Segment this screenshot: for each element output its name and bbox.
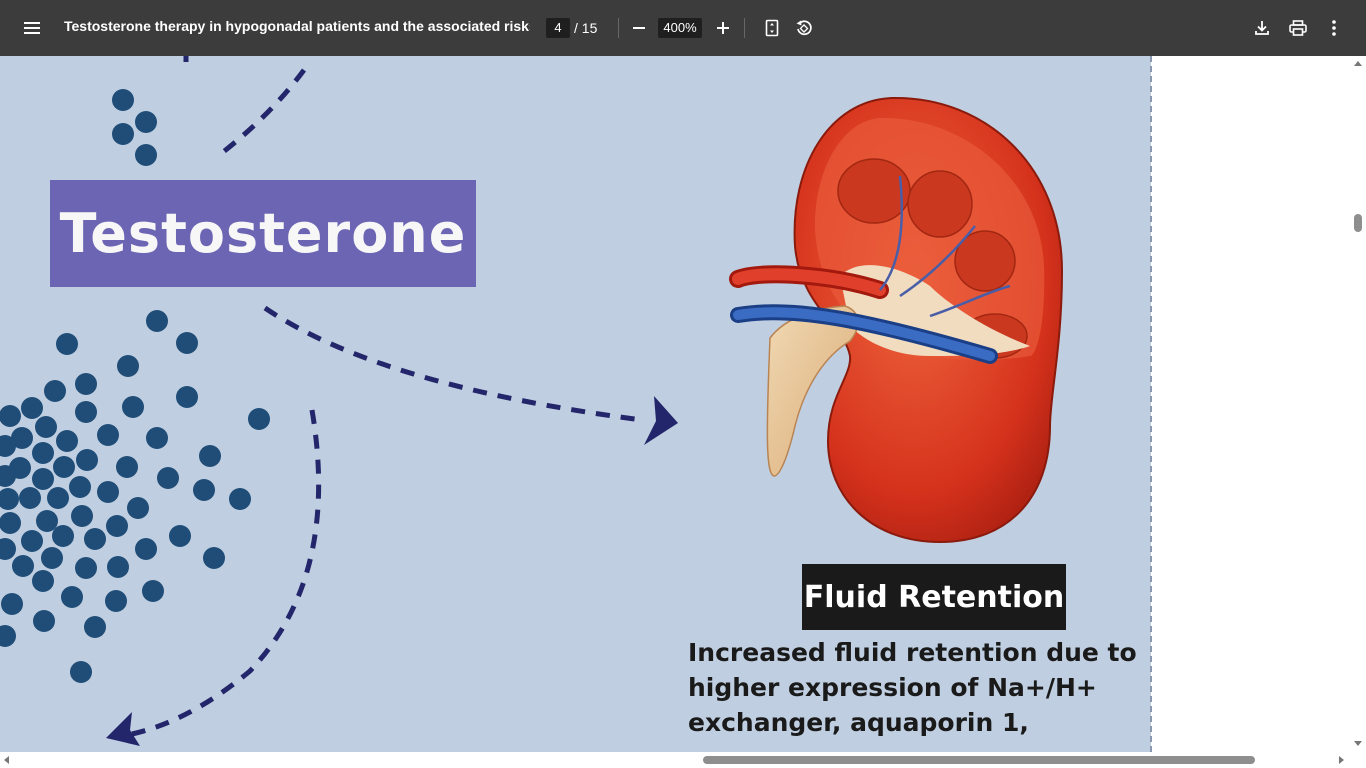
document-title: Testosterone therapy in hypogonadal pati…	[64, 18, 530, 34]
rotate-button[interactable]	[786, 10, 822, 46]
fluid-retention-description: Increased fluid retention due to higher …	[688, 635, 1148, 740]
pdf-toolbar: Testosterone therapy in hypogonadal pati…	[0, 0, 1366, 56]
vertical-scrollbar[interactable]	[1350, 56, 1366, 752]
rotate-counterclockwise-icon	[796, 20, 812, 36]
testosterone-box: Testosterone	[50, 180, 476, 287]
fit-page-icon	[765, 19, 779, 37]
minus-icon	[633, 27, 645, 29]
fluid-retention-box: Fluid Retention	[802, 564, 1066, 630]
testosterone-molecules	[0, 89, 270, 683]
more-actions-button[interactable]	[1316, 10, 1352, 46]
description-line: higher expression of Na+/H+	[688, 673, 1097, 702]
horizontal-scroll-thumb[interactable]	[703, 756, 1255, 764]
more-vertical-icon	[1332, 20, 1336, 36]
page-number-input[interactable]: 4	[546, 18, 570, 38]
page-edge-divider	[1150, 56, 1152, 752]
scroll-down-arrow-icon[interactable]	[1354, 741, 1362, 746]
description-line: exchanger, aquaporin 1,	[688, 708, 1029, 737]
description-line: Increased fluid retention due to	[688, 638, 1137, 667]
horizontal-scrollbar[interactable]	[0, 752, 1366, 768]
plus-icon	[717, 22, 729, 34]
print-button[interactable]	[1280, 10, 1316, 46]
print-icon	[1289, 20, 1307, 36]
page-total: / 15	[574, 20, 598, 36]
figure-illustration	[0, 56, 1064, 746]
scroll-up-arrow-icon[interactable]	[1354, 61, 1362, 66]
fluid-retention-label: Fluid Retention	[803, 579, 1065, 615]
arrow-head-left	[106, 712, 140, 746]
vertical-scroll-thumb[interactable]	[1354, 214, 1362, 232]
download-icon	[1255, 21, 1269, 35]
download-button[interactable]	[1244, 10, 1280, 46]
document-viewport[interactable]: Testosterone Fluid Retention Increased f…	[0, 56, 1350, 752]
dashed-arrows	[131, 56, 643, 737]
hamburger-menu-icon	[24, 22, 40, 34]
kidney-illustration	[729, 96, 1064, 544]
testosterone-label: Testosterone	[59, 202, 467, 265]
toolbar-divider	[744, 18, 745, 38]
arrow-head-right	[644, 396, 678, 445]
scroll-right-arrow-icon[interactable]	[1339, 756, 1344, 764]
zoom-level-input[interactable]: 400%	[658, 18, 702, 38]
fit-page-button[interactable]	[754, 10, 790, 46]
zoom-in-button[interactable]	[705, 10, 741, 46]
scroll-left-arrow-icon[interactable]	[4, 756, 9, 764]
menu-button[interactable]	[14, 10, 50, 46]
toolbar-divider	[618, 18, 619, 38]
zoom-out-button[interactable]	[621, 10, 657, 46]
pdf-page: Testosterone Fluid Retention Increased f…	[0, 56, 1151, 752]
